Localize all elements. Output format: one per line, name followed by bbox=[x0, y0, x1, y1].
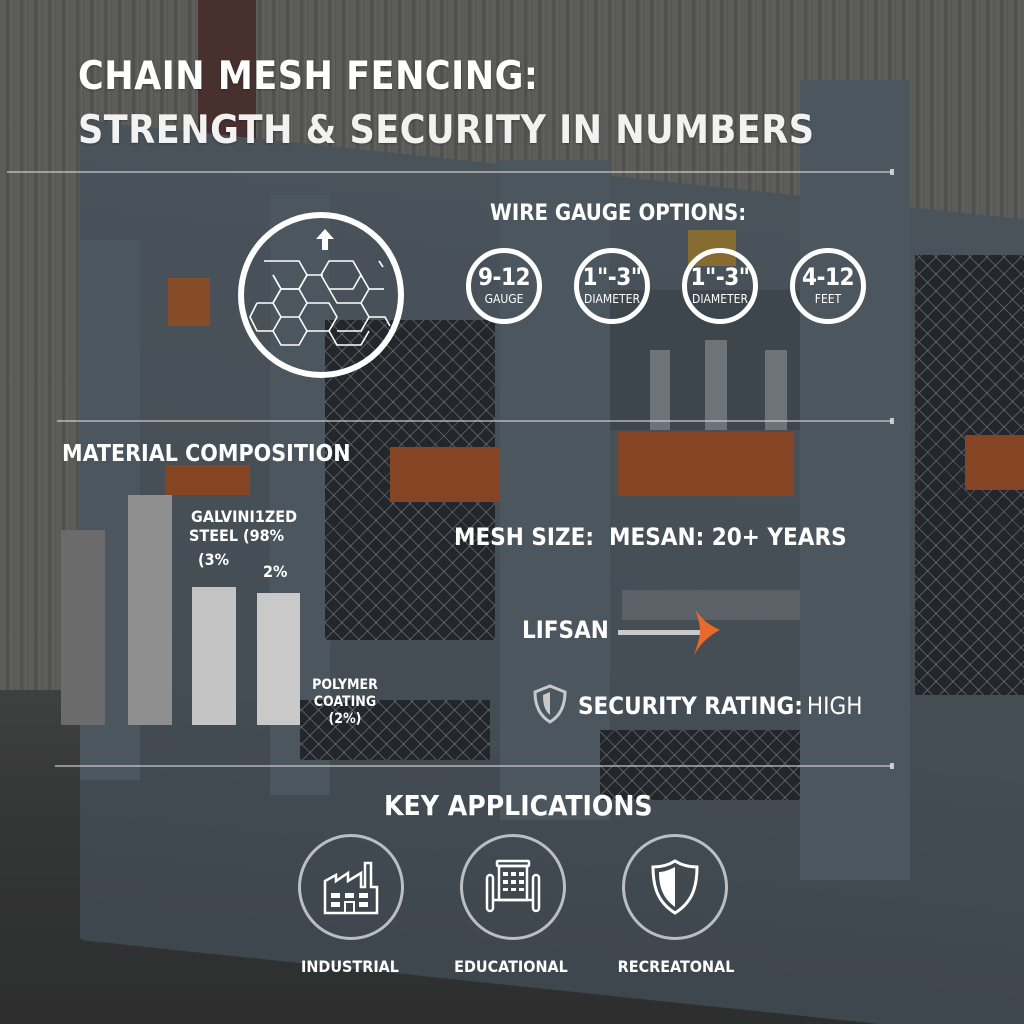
divider-middle bbox=[57, 418, 894, 424]
gauge-value: 1"-3" bbox=[582, 263, 642, 291]
shield-icon bbox=[651, 859, 699, 915]
app-label-industrial: INDUSTRIAL bbox=[301, 957, 399, 976]
chart-bar bbox=[192, 587, 236, 725]
orange-die bbox=[390, 447, 500, 502]
gauge-value: 4-12 bbox=[801, 263, 855, 291]
polymer-coating-label: POLYMER COATING (2%) bbox=[300, 677, 390, 728]
shield-icon bbox=[533, 684, 567, 724]
gauge-value: 1"-3" bbox=[690, 263, 750, 291]
app-recreational-circle bbox=[622, 834, 728, 940]
warning-plate bbox=[168, 278, 210, 326]
chart-bar bbox=[128, 495, 172, 725]
page-subtitle: STRENGTH & SECURITY IN NUMBERS bbox=[78, 108, 815, 153]
page-title: CHAIN MESH FENCING: bbox=[78, 54, 539, 99]
gauge-value: 9-12 bbox=[477, 263, 531, 291]
app-industrial-circle bbox=[298, 834, 404, 940]
orange-die bbox=[165, 465, 250, 495]
security-rating-label: SECURITY RATING:HIGH bbox=[578, 692, 862, 720]
press-piston bbox=[705, 340, 727, 430]
lifsan-label: LIFSAN bbox=[522, 616, 609, 644]
mesh-size-label: MESH SIZE: bbox=[454, 523, 595, 551]
security-rating-key: SECURITY RATING: bbox=[578, 692, 803, 720]
mesh-badge bbox=[238, 212, 404, 378]
gauge-unit: GAUGE bbox=[484, 292, 524, 306]
hexagon-mesh-icon bbox=[249, 229, 391, 346]
gauge-unit: DIAMETER bbox=[584, 292, 640, 306]
divider-top bbox=[7, 169, 894, 175]
orange-die bbox=[618, 432, 794, 496]
app-educational-circle bbox=[460, 834, 566, 940]
arrow-right-icon bbox=[694, 609, 720, 655]
bar-pct-label: (3% bbox=[198, 550, 230, 569]
gauge-unit: FEET bbox=[814, 292, 842, 306]
machine-column bbox=[800, 80, 910, 880]
gauge-option-3: 1"-3" DIAMETER bbox=[682, 248, 758, 324]
arrow-line bbox=[618, 630, 700, 635]
factory-icon bbox=[323, 861, 379, 915]
wire-gauge-title: WIRE GAUGE OPTIONS: bbox=[490, 201, 747, 226]
chart-bar bbox=[257, 593, 300, 725]
mesh-panel bbox=[300, 700, 490, 760]
press-piston bbox=[650, 350, 670, 430]
galvanized-label: GALVINI1ZED bbox=[191, 507, 298, 526]
press-bar bbox=[622, 590, 800, 620]
chart-bar bbox=[61, 530, 105, 725]
polymer-line: COATING bbox=[313, 694, 377, 710]
polymer-line: (2%) bbox=[328, 711, 362, 727]
lifespan-value: MESAN: 20+ YEARS bbox=[609, 523, 847, 551]
app-label-educational: EDUCATIONAL bbox=[454, 957, 568, 976]
school-building-icon bbox=[485, 859, 541, 913]
security-rating-value: HIGH bbox=[806, 692, 863, 720]
material-composition-title: MATERIAL COMPOSITION bbox=[62, 441, 351, 467]
gauge-unit: DIAMETER bbox=[692, 292, 748, 306]
bar-pct-label: 2% bbox=[263, 562, 288, 581]
gauge-option-4: 4-12 FEET bbox=[790, 248, 866, 324]
polymer-line: POLYMER bbox=[312, 677, 378, 693]
app-label-recreational: RECREATONAL bbox=[617, 957, 735, 976]
gauge-option-1: 9-12 GAUGE bbox=[466, 248, 542, 324]
press-piston bbox=[765, 350, 787, 430]
gauge-option-2: 1"-3" DIAMETER bbox=[574, 248, 650, 324]
arrow-up-icon bbox=[316, 229, 334, 250]
divider-bottom bbox=[55, 763, 894, 769]
key-applications-title: KEY APPLICATIONS bbox=[384, 789, 653, 822]
galvanized-pct-label: STEEL (98% bbox=[189, 526, 285, 545]
orange-die bbox=[965, 435, 1024, 490]
